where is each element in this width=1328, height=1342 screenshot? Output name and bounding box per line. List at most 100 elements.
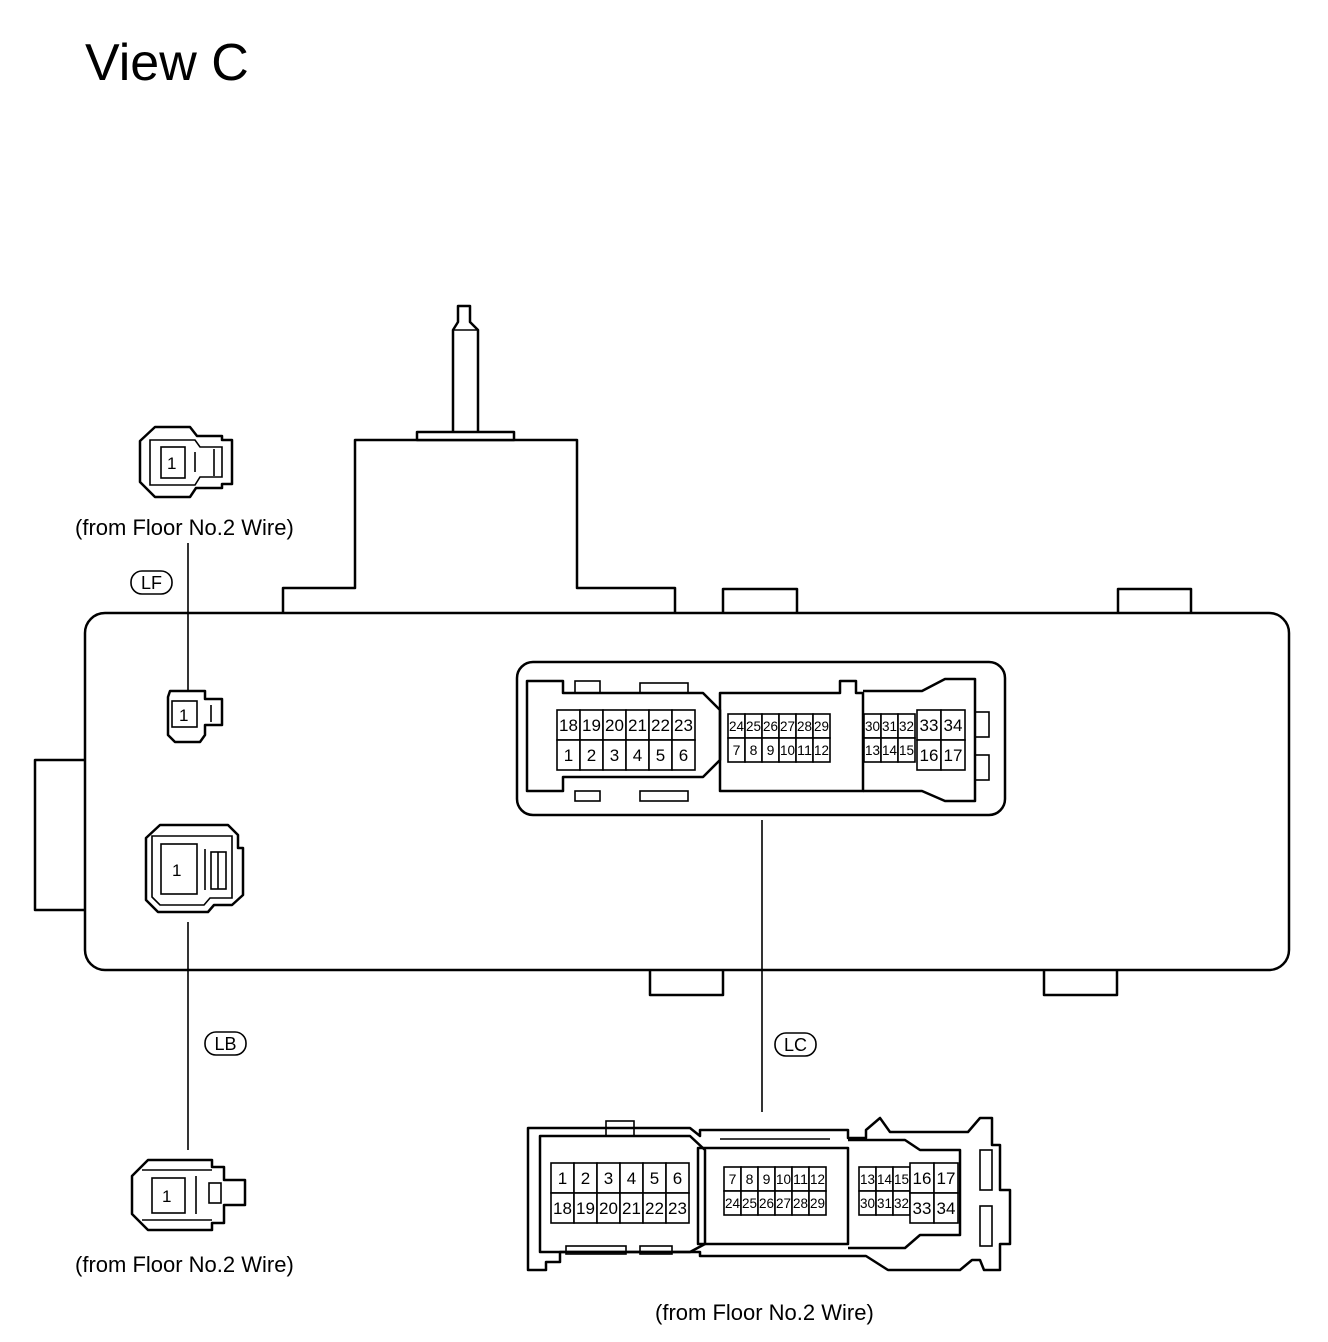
lc-plug-pin-cell <box>909 1192 935 1224</box>
lc-plug-pin-label: 34 <box>937 1199 956 1218</box>
lc-plug-pin-label: 21 <box>622 1199 641 1218</box>
lc-plug-pin-cell <box>909 1162 935 1194</box>
lc-face-pin-label: 25 <box>746 718 761 734</box>
lc-face-pin-label: 21 <box>628 716 647 735</box>
lf-harness-plug: 1 <box>138 425 234 499</box>
lb-harness-plug: 1 <box>130 1158 247 1232</box>
lc-face-pin-label: 26 <box>763 718 778 734</box>
lc-face-pin-label: 13 <box>865 742 880 758</box>
lc-plug-pin-label: 18 <box>553 1199 572 1218</box>
lc-face-pin-label: 32 <box>899 718 914 734</box>
lc-face-pin-label: 12 <box>814 742 829 758</box>
lf-tag-label: LF <box>141 573 162 593</box>
lc-face-pin-label: 33 <box>920 716 939 735</box>
lc-face-pin-label: 5 <box>656 746 665 765</box>
lc-face-pin-cell <box>671 739 696 771</box>
lc-face-pin-label: 27 <box>780 718 795 734</box>
lc-face-pin-label: 30 <box>865 718 880 734</box>
lc-plug-pin-label: 14 <box>877 1171 892 1187</box>
lb-tag-label: LB <box>214 1034 236 1054</box>
lb-plug-pin-label: 1 <box>162 1187 171 1206</box>
lc-face-pin-label: 2 <box>587 746 596 765</box>
lc-face-pin-cell <box>812 737 831 763</box>
lc-face-pin-label: 20 <box>605 716 624 735</box>
lc-face-pin-label: 16 <box>920 746 939 765</box>
lc-face-pin-cell <box>940 709 966 741</box>
lc-plug-pin-label: 31 <box>877 1195 892 1211</box>
lc-plug-pin-label: 17 <box>937 1169 956 1188</box>
lc-plug-pin-cell <box>808 1190 827 1216</box>
lc-plug-pin-label: 32 <box>894 1195 909 1211</box>
lf-plug-pin-label: 1 <box>167 454 176 473</box>
lc-plug-pin-label: 10 <box>776 1171 791 1187</box>
lc-face-pin-label: 29 <box>814 718 829 734</box>
lc-plug-pin-label: 22 <box>645 1199 664 1218</box>
lc-plug-pin-label: 2 <box>581 1169 590 1188</box>
lc-face-pin-label: 11 <box>797 742 812 758</box>
lc-plug-pin-label: 19 <box>576 1199 595 1218</box>
lc-face-pin-label: 10 <box>780 742 795 758</box>
lc-plug-pin-label: 8 <box>746 1171 754 1187</box>
lc-plug-pin-label: 30 <box>860 1195 875 1211</box>
lc-face-pin-cell <box>940 739 966 771</box>
lf-wire-caption: (from Floor No.2 Wire) <box>75 515 294 540</box>
lc-face-pin-label: 15 <box>899 742 914 758</box>
lc-plug-pin-label: 33 <box>913 1199 932 1218</box>
lc-plug-pin-label: 13 <box>860 1171 875 1187</box>
lc-plug-pin-label: 23 <box>668 1199 687 1218</box>
lc-face-pin-label: 1 <box>564 746 573 765</box>
lc-plug-pin-label: 20 <box>599 1199 618 1218</box>
lc-plug-pin-label: 1 <box>558 1169 567 1188</box>
lc-face-pin-label: 9 <box>767 742 775 758</box>
lc-plug-pin-cell <box>933 1192 959 1224</box>
lc-face-pin-label: 7 <box>733 742 741 758</box>
lc-face-pin-label: 31 <box>882 718 897 734</box>
lf-tag: LF <box>130 570 173 595</box>
lb-tag: LB <box>204 1031 247 1056</box>
view-title: View C <box>85 34 249 92</box>
lc-plug-pin-label: 11 <box>793 1171 808 1187</box>
lc-plug-pin-label: 7 <box>729 1171 737 1187</box>
lc-wire-caption: (from Floor No.2 Wire) <box>655 1300 874 1325</box>
lc-plug-pin-label: 3 <box>604 1169 613 1188</box>
lc-face-pin-label: 8 <box>750 742 758 758</box>
lb-wire-caption: (from Floor No.2 Wire) <box>75 1252 294 1277</box>
lf-connector-face: 1 <box>166 689 224 744</box>
lc-plug-pin-label: 6 <box>673 1169 682 1188</box>
lc-face-pin-label: 17 <box>944 746 963 765</box>
lc-plug-pin-label: 28 <box>793 1195 808 1211</box>
lc-face-pin-label: 19 <box>582 716 601 735</box>
lc-face-pin-label: 18 <box>559 716 578 735</box>
lc-plug-pin-label: 25 <box>742 1195 757 1211</box>
lc-face-pin-label: 28 <box>797 718 812 734</box>
lc-plug-pin-label: 24 <box>725 1195 740 1211</box>
lc-face-pin-label: 23 <box>674 716 693 735</box>
lc-face-pin-label: 4 <box>633 746 642 765</box>
lc-face-pin-label: 3 <box>610 746 619 765</box>
lc-face-pin-label: 24 <box>729 718 744 734</box>
lc-tag-label: LC <box>784 1035 807 1055</box>
lc-plug-pin-label: 9 <box>763 1171 771 1187</box>
lc-face-pin-cell <box>897 737 916 763</box>
lc-face-pin-label: 14 <box>882 742 897 758</box>
lb-pin-label: 1 <box>172 861 181 880</box>
lc-plug-pin-label: 16 <box>913 1169 932 1188</box>
lc-plug-pin-label: 12 <box>810 1171 825 1187</box>
lc-face-pin-label: 6 <box>679 746 688 765</box>
lf-pin-label: 1 <box>179 706 188 725</box>
lc-plug-pin-cell <box>665 1192 690 1224</box>
lb-connector-face: 1 <box>144 823 245 914</box>
lc-face-pin-cell <box>916 739 942 771</box>
lc-face-pin-label: 34 <box>944 716 963 735</box>
lc-face-pin-label: 22 <box>651 716 670 735</box>
lc-plug-pin-label: 4 <box>627 1169 636 1188</box>
lc-plug-pin-label: 26 <box>759 1195 774 1211</box>
lc-plug-pin-label: 29 <box>810 1195 825 1211</box>
lc-plug-pin-label: 5 <box>650 1169 659 1188</box>
lc-tag: LC <box>774 1032 817 1057</box>
lc-plug-pin-label: 27 <box>776 1195 791 1211</box>
lc-plug-pin-label: 15 <box>894 1171 909 1187</box>
